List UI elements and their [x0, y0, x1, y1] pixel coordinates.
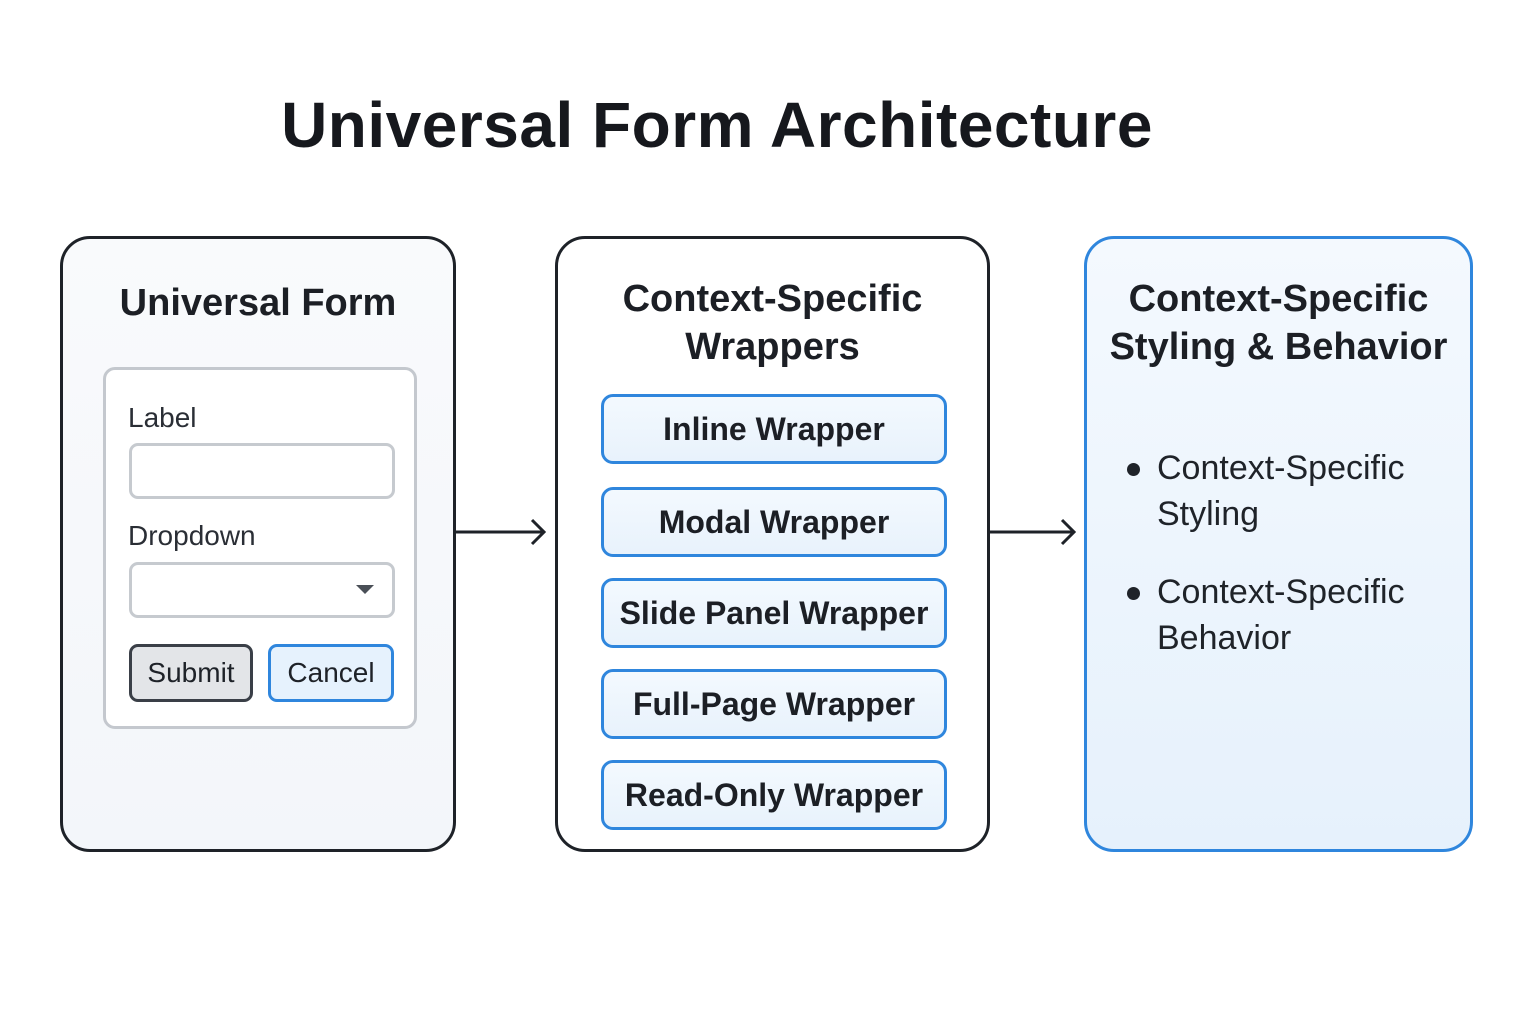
form-card: Label Dropdown Submit Cancel	[103, 367, 417, 729]
bullet-item-styling: Context-Specific Styling	[1123, 445, 1453, 537]
bullet-styling-line2: Styling	[1157, 495, 1260, 533]
bullet-item-behavior: Context-Specific Behavior	[1123, 569, 1453, 661]
universal-form-panel: Universal Form Label Dropdown Submit Can…	[60, 236, 456, 852]
dropdown-select[interactable]	[129, 562, 395, 618]
styling-heading-line1: Context-Specific	[1128, 278, 1429, 320]
wrappers-heading-line2: Wrappers	[685, 326, 860, 368]
bullet-dot-icon	[1127, 463, 1140, 476]
bullet-behavior-line2: Behavior	[1157, 619, 1292, 657]
styling-behavior-heading: Context-Specific Styling & Behavior	[1087, 275, 1470, 371]
bullet-behavior-line1: Context-Specific	[1157, 573, 1405, 611]
bullet-dot-icon	[1127, 587, 1140, 600]
arrow-right-icon	[990, 518, 1077, 546]
modal-wrapper-item[interactable]: Modal Wrapper	[601, 487, 947, 557]
dropdown-label: Dropdown	[128, 520, 256, 551]
text-field-input[interactable]	[129, 443, 395, 499]
submit-button[interactable]: Submit	[129, 644, 253, 702]
arrow-right-icon	[456, 518, 547, 546]
universal-form-heading: Universal Form	[119, 282, 397, 324]
diagram-title: Universal Form Architecture	[281, 89, 1153, 161]
text-field-label: Label	[128, 402, 197, 433]
cancel-button[interactable]: Cancel	[268, 644, 394, 702]
full-page-wrapper-item[interactable]: Full-Page Wrapper	[601, 669, 947, 739]
slide-panel-wrapper-item[interactable]: Slide Panel Wrapper	[601, 578, 947, 648]
styling-heading-line2: Styling & Behavior	[1109, 326, 1448, 368]
bullet-styling-line1: Context-Specific	[1157, 449, 1405, 487]
wrappers-heading-line1: Context-Specific	[622, 278, 923, 320]
inline-wrapper-item[interactable]: Inline Wrapper	[601, 394, 947, 464]
wrappers-panel: Context-Specific Wrappers Inline Wrapper…	[555, 236, 990, 852]
caret-down-icon[interactable]	[356, 585, 374, 594]
read-only-wrapper-item[interactable]: Read-Only Wrapper	[601, 760, 947, 830]
wrappers-heading: Context-Specific Wrappers	[558, 275, 987, 371]
bullet-list: Context-Specific Styling Context-Specifi…	[1123, 445, 1453, 693]
styling-behavior-panel: Context-Specific Styling & Behavior Cont…	[1084, 236, 1473, 852]
